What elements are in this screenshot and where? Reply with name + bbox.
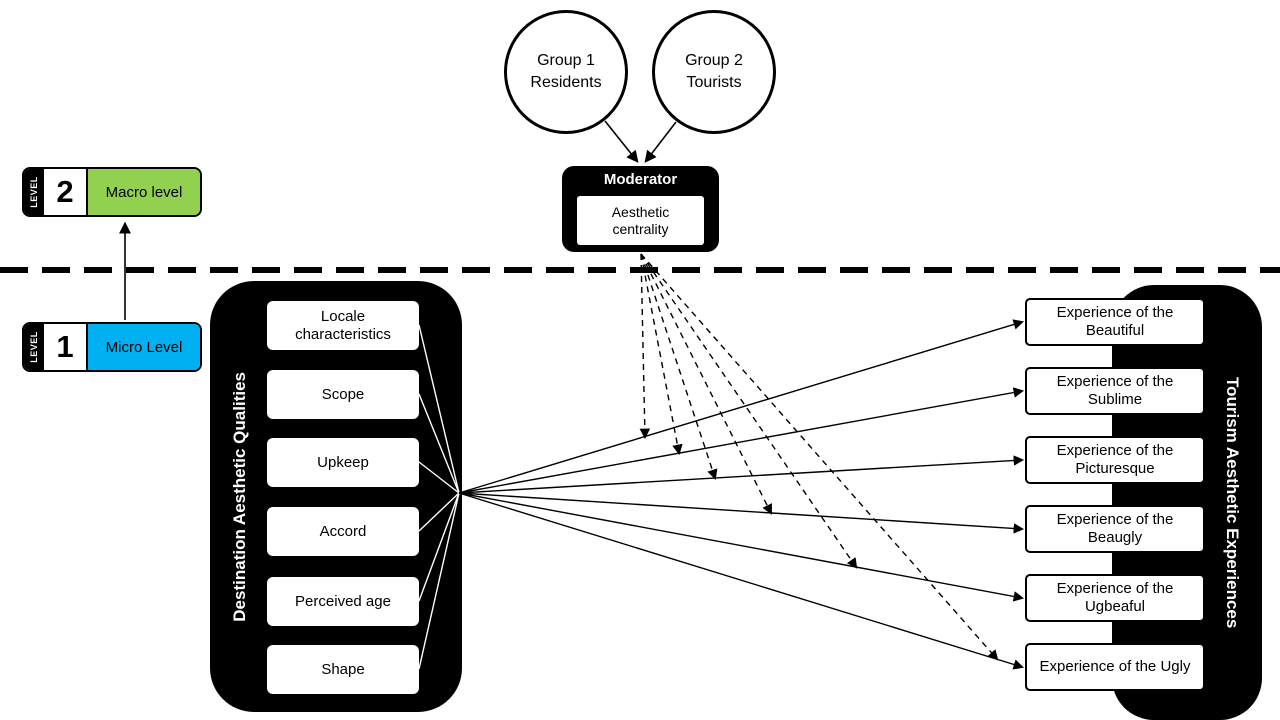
level-1-label: Micro Level — [88, 324, 200, 370]
group-1-line1: Group 1 — [537, 52, 595, 70]
moderator-box: Moderator Aesthetic centrality — [562, 166, 719, 252]
level-1-tag: LEVEL — [29, 331, 40, 363]
level-2-strip: LEVEL — [24, 169, 44, 215]
box-upkeep-label: Upkeep — [317, 453, 369, 471]
level-1-strip: LEVEL — [24, 324, 44, 370]
left-panel-title: Destination Aesthetic Qualities — [230, 371, 249, 622]
box-experience-beaugly: Experience of the Beaugly — [1025, 505, 1205, 553]
quality-to-experience-arrows — [458, 319, 1025, 670]
box-shape-label: Shape — [321, 660, 365, 678]
level-1-badge: LEVEL 1 Micro Level — [22, 322, 202, 372]
right-panel-title: Tourism Aesthetic Experiences — [1223, 376, 1242, 629]
box-experience-ugly: Experience of the Ugly — [1025, 643, 1205, 691]
left-panel-title-wrap: Destination Aesthetic Qualities — [212, 281, 268, 712]
group-2-circle: Group 2 Tourists — [652, 10, 776, 134]
box-experience-beaugly-label: Experience of the Beaugly — [1056, 511, 1174, 546]
moderator-variable-label: Aesthetic centrality — [611, 204, 670, 237]
level-1-number: 1 — [44, 324, 88, 370]
moderator-variable-box: Aesthetic centrality — [577, 196, 704, 245]
group-to-moderator-arrows — [604, 120, 677, 163]
box-locale-characteristics-label: Locale characteristics — [295, 307, 391, 343]
level-2-number: 2 — [44, 169, 88, 215]
box-experience-beautiful: Experience of the Beautiful — [1025, 298, 1205, 346]
group-1-line2: Residents — [530, 74, 602, 91]
box-accord: Accord — [267, 507, 419, 556]
box-experience-sublime-label: Experience of the Sublime — [1056, 373, 1174, 408]
moderator-title: Moderator — [603, 171, 678, 188]
box-experience-beautiful-label: Experience of the Beautiful — [1056, 304, 1174, 339]
level-2-badge: LEVEL 2 Macro level — [22, 167, 202, 217]
box-experience-ugbeaful: Experience of the Ugbeaful — [1025, 574, 1205, 622]
box-experience-sublime: Experience of the Sublime — [1025, 367, 1205, 415]
box-experience-picturesque: Experience of the Picturesque — [1025, 436, 1205, 484]
box-scope: Scope — [267, 370, 419, 419]
group-2-line1: Group 2 — [685, 52, 743, 70]
box-experience-ugbeaful-label: Experience of the Ugbeaful — [1056, 580, 1174, 615]
box-shape: Shape — [267, 645, 419, 694]
box-upkeep: Upkeep — [267, 438, 419, 487]
box-scope-label: Scope — [321, 385, 365, 403]
level-2-label: Macro level — [88, 169, 200, 215]
level-2-tag: LEVEL — [29, 176, 40, 208]
box-experience-ugly-label: Experience of the Ugly — [1039, 658, 1191, 675]
box-experience-picturesque-label: Experience of the Picturesque — [1056, 442, 1174, 477]
group-1-circle: Group 1 Residents — [504, 10, 628, 134]
group-2-line2: Tourists — [686, 74, 742, 91]
box-perceived-age-label: Perceived age — [295, 592, 391, 610]
box-perceived-age: Perceived age — [267, 577, 419, 626]
box-accord-label: Accord — [319, 522, 367, 540]
moderation-arrows — [639, 253, 999, 661]
right-panel-title-wrap: Tourism Aesthetic Experiences — [1204, 285, 1260, 720]
box-locale-characteristics: Locale characteristics — [267, 301, 419, 350]
